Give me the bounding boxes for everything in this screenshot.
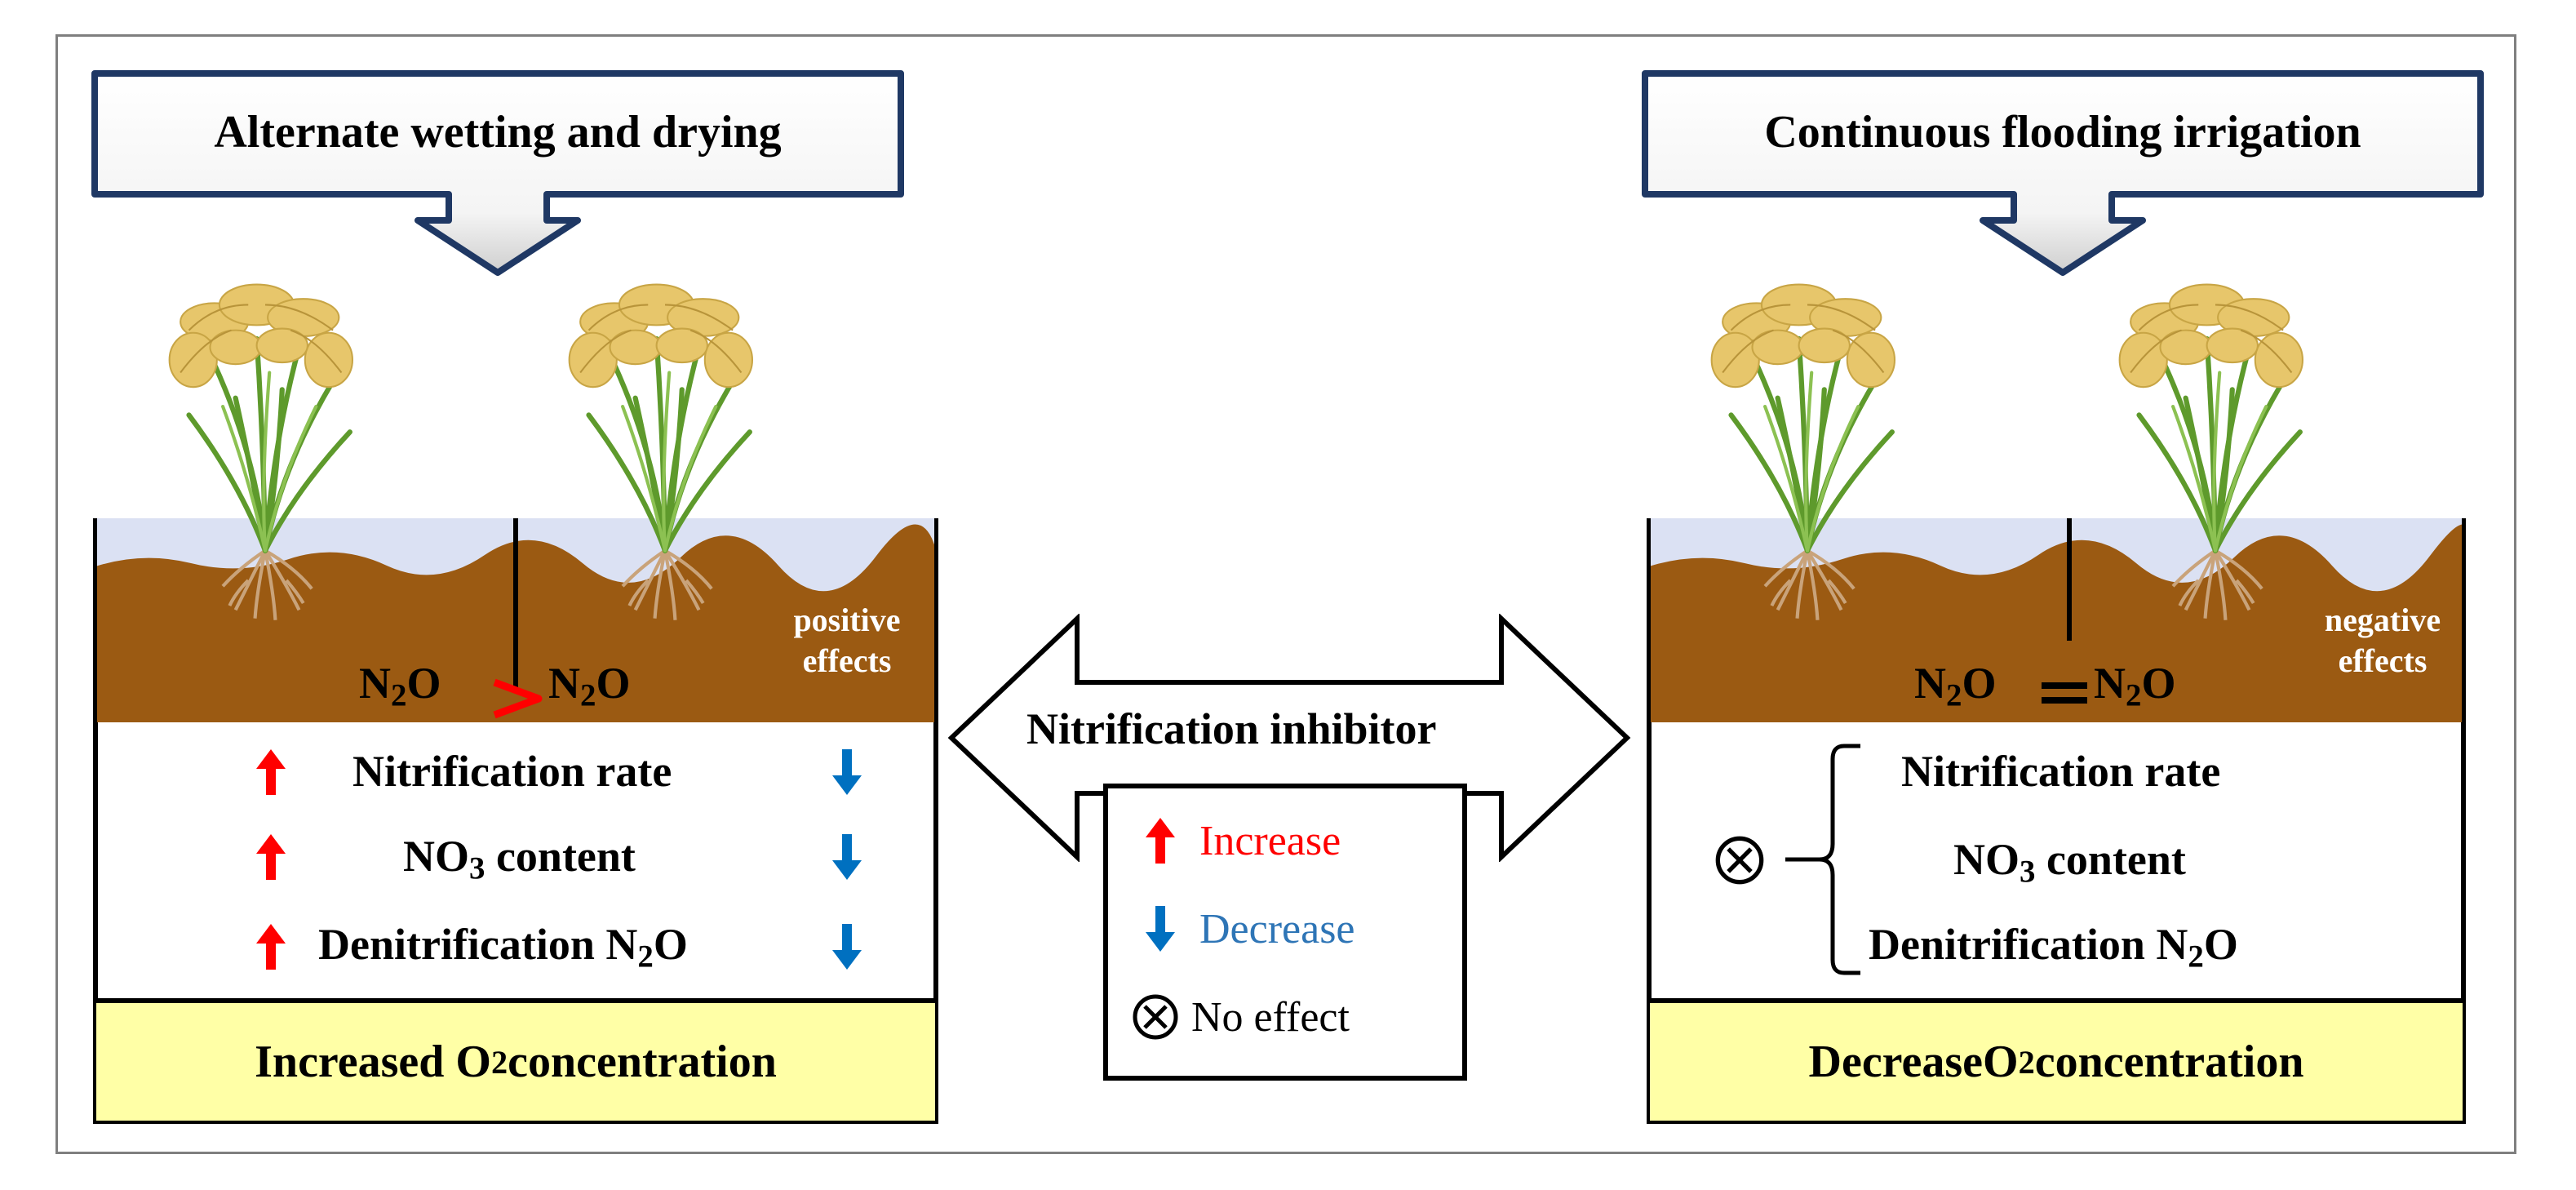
- left-title-callout: Alternate wetting and drying: [90, 69, 906, 281]
- right-row-no3: NO3 content: [1953, 835, 2186, 890]
- no-effect-icon: [1131, 992, 1180, 1041]
- decrease-arrow-icon: [831, 833, 863, 881]
- decrease-arrow-icon: [831, 748, 863, 797]
- increase-arrow-icon: [255, 833, 287, 881]
- curly-brace-icon: [1785, 744, 1860, 975]
- left-row-nitrification: Nitrification rate: [352, 747, 672, 796]
- decrease-arrow-icon: [831, 922, 863, 971]
- left-title: Alternate wetting and drying: [214, 107, 782, 158]
- rice-plant-icon: [155, 269, 375, 628]
- greater-than-icon: [493, 678, 543, 719]
- double-arrow: [947, 614, 1631, 862]
- right-title: Continuous flooding irrigation: [1764, 107, 2361, 158]
- right-row-nitrification: Nitrification rate: [1901, 747, 2221, 796]
- right-row-denitrification: Denitrification N2O: [1869, 920, 2238, 975]
- right-n2o-label-b: N2O: [2094, 659, 2176, 713]
- legend-decrease: Decrease: [1144, 904, 1355, 953]
- increase-arrow-icon: [1144, 816, 1177, 865]
- rice-plant-icon: [555, 269, 775, 628]
- left-n2o-label-a: N2O: [359, 659, 441, 713]
- equals-icon: [2042, 682, 2087, 704]
- legend-no-effect: No effect: [1131, 992, 1350, 1041]
- left-n2o-label-b: N2O: [548, 659, 631, 713]
- increase-arrow-icon: [255, 748, 287, 797]
- right-title-callout: Continuous flooding irrigation: [1640, 69, 2485, 281]
- rice-plant-icon: [1697, 269, 1918, 628]
- left-row-no3: NO3 content: [403, 832, 636, 886]
- right-n2o-label-a: N2O: [1914, 659, 1997, 713]
- decrease-arrow-icon: [1144, 904, 1177, 953]
- right-soil-panel: [1647, 518, 2466, 724]
- increase-arrow-icon: [255, 922, 287, 971]
- left-effects-box: [93, 722, 938, 1003]
- center-arrow-label: Nitrification inhibitor: [1026, 704, 1437, 753]
- rice-plant-icon: [2105, 269, 2325, 628]
- legend-increase: Increase: [1144, 816, 1341, 865]
- right-effects-box: [1647, 722, 2466, 1003]
- left-row-denitrification: Denitrification N2O: [318, 920, 688, 975]
- no-effect-icon: [1714, 834, 1766, 886]
